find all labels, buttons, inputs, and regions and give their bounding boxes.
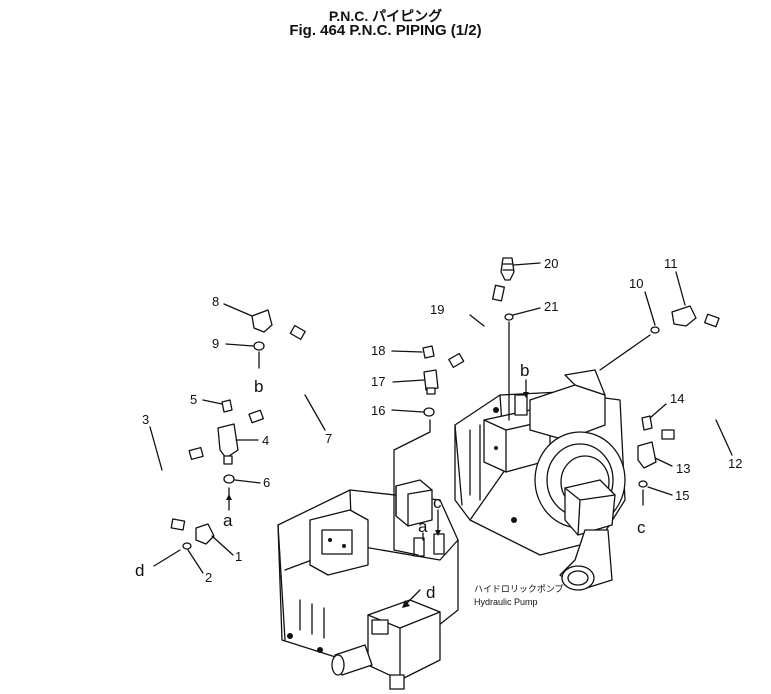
- lower-left-pump-assembly: [277, 479, 459, 690]
- callout-12: 12: [728, 456, 742, 471]
- part-2-o-ring: [153, 542, 204, 574]
- figure-title: Fig. 464 P.N.C. PIPING (1/2): [289, 22, 482, 39]
- callout-21: 21: [544, 299, 558, 314]
- callout-20: 20: [544, 256, 558, 271]
- part-15-o-ring: [638, 480, 673, 506]
- part-12-hose: [661, 313, 747, 456]
- callout-13: 13: [676, 461, 690, 476]
- connection-letter-c-right: c: [637, 518, 646, 537]
- part-14-plug: [641, 403, 667, 431]
- callout-4: 4: [262, 433, 269, 448]
- callout-9: 9: [212, 336, 219, 351]
- callout-16: 16: [371, 403, 385, 418]
- connection-letter-c-valve: c: [433, 493, 442, 512]
- pump-label-japanese: ハイドロリックポンプ: [474, 584, 564, 594]
- callout-3: 3: [142, 412, 149, 427]
- part-8-elbow: [223, 303, 273, 333]
- callout-10: 10: [629, 276, 643, 291]
- part-4-valve: [217, 423, 259, 465]
- part-3-hose: [148, 426, 204, 531]
- connection-letter-d-left: d: [135, 561, 144, 580]
- part-9-o-ring: [225, 341, 265, 369]
- pump-label-english: Hydraulic Pump: [474, 597, 538, 607]
- part-1-elbow: [195, 523, 234, 556]
- callout-1: 1: [235, 549, 242, 564]
- part-13-valve: [637, 441, 673, 469]
- part-19-hose: [448, 284, 505, 368]
- connection-letter-d-valve: d: [426, 583, 435, 602]
- connection-letter-a-left: a: [223, 511, 233, 530]
- callout-2: 2: [205, 570, 212, 585]
- callout-7: 7: [325, 431, 332, 446]
- part-18-plug: [391, 345, 435, 359]
- part-5-plug: [202, 399, 233, 413]
- callout-11: 11: [664, 256, 678, 271]
- callout-15: 15: [675, 488, 689, 503]
- hydraulic-pump-assembly: [454, 369, 626, 591]
- part-21-o-ring: [504, 307, 541, 421]
- part-16-o-ring: [391, 407, 435, 556]
- header-title-japanese: P.N.C. パイピング: [328, 8, 443, 24]
- callout-6: 6: [263, 475, 270, 490]
- connection-letter-a-valve: a: [418, 517, 428, 536]
- callout-8: 8: [212, 294, 219, 309]
- part-11-elbow: [671, 271, 697, 327]
- part-17-valve: [392, 369, 439, 395]
- callout-19: 19: [430, 302, 444, 317]
- callout-17: 17: [371, 374, 385, 389]
- part-7-hose: [248, 324, 326, 431]
- part-10-o-ring: [599, 291, 660, 371]
- connection-letter-b-pump: b: [520, 361, 529, 380]
- callout-5: 5: [190, 392, 197, 407]
- part-20-connector: [500, 257, 541, 281]
- connection-arrows: [226, 379, 529, 608]
- callout-14: 14: [670, 391, 684, 406]
- connection-letter-b-left: b: [254, 377, 263, 396]
- callout-18: 18: [371, 343, 385, 358]
